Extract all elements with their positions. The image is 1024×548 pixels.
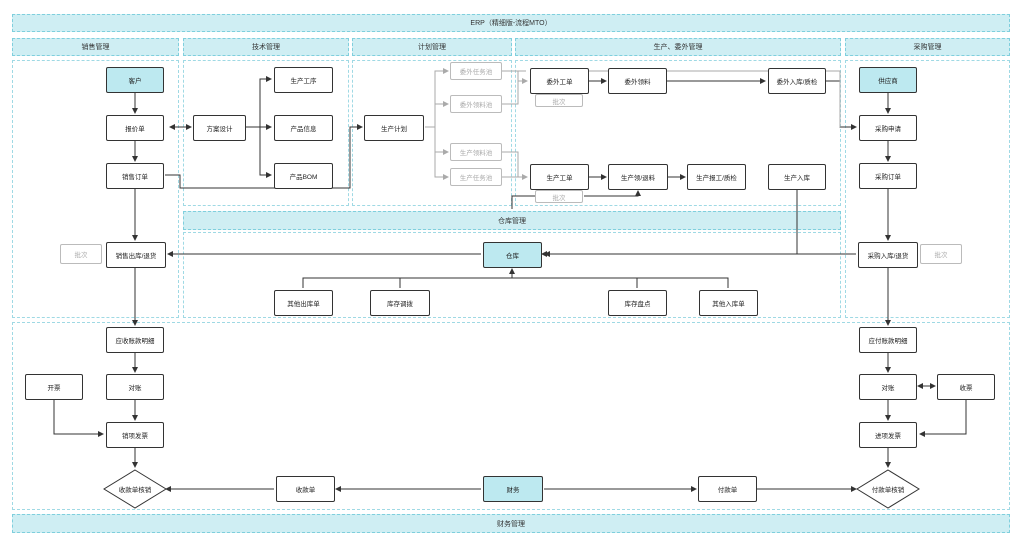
zone-sales xyxy=(12,60,179,318)
sales-reconcile-node[interactable]: 对账 xyxy=(106,374,164,400)
section-warehouse: 仓库管理 xyxy=(183,211,841,230)
payment-verify-decision[interactable]: 付款单核销 xyxy=(871,487,905,494)
payment-node[interactable]: 付款单 xyxy=(698,476,757,502)
zone-warehouse xyxy=(183,232,841,318)
product-info-node[interactable]: 产品信息 xyxy=(274,115,333,141)
customer-node[interactable]: 客户 xyxy=(106,67,164,93)
finance-node[interactable]: 财务 xyxy=(483,476,543,502)
production-batch-node[interactable]: 批次 xyxy=(535,190,583,203)
purchase-order-node[interactable]: 采购订单 xyxy=(859,163,917,189)
zone-tech xyxy=(183,60,349,206)
zone-purchase xyxy=(845,60,1010,318)
process-node[interactable]: 生产工序 xyxy=(274,67,333,93)
sales-batch-node[interactable]: 批次 xyxy=(60,244,102,264)
collect-invoice-node[interactable]: 收票 xyxy=(937,374,995,400)
other-out-node[interactable]: 其他出库单 xyxy=(274,290,333,316)
production-plan-node[interactable]: 生产计划 xyxy=(364,115,424,141)
section-sales: 销售管理 xyxy=(12,38,179,56)
zone-prod xyxy=(515,60,841,206)
zone-finance xyxy=(12,322,1010,510)
purchase-request-node[interactable]: 采购申请 xyxy=(859,115,917,141)
section-prod: 生产、委外管理 xyxy=(515,38,841,56)
outsource-material-node[interactable]: 委外领料 xyxy=(608,68,667,94)
zone-plan xyxy=(352,60,512,206)
payable-node[interactable]: 应付账款明细 xyxy=(859,327,917,353)
section-purchase: 采购管理 xyxy=(845,38,1010,56)
solution-design-node[interactable]: 方案设计 xyxy=(193,115,246,141)
production-in-node[interactable]: 生产入库 xyxy=(768,164,826,190)
product-bom-node[interactable]: 产品BOM xyxy=(274,163,333,189)
production-pick-node[interactable]: 生产领/退料 xyxy=(608,164,668,190)
sales-order-node[interactable]: 销售订单 xyxy=(106,163,164,189)
production-report-node[interactable]: 生产报工/质检 xyxy=(687,164,746,190)
production-task-pool-node[interactable]: 生产任务池 xyxy=(450,168,502,186)
production-order-node[interactable]: 生产工单 xyxy=(530,164,589,190)
outsource-task-pool-node[interactable]: 委外任务池 xyxy=(450,62,502,80)
purchase-invoice-node[interactable]: 进项发票 xyxy=(859,422,917,448)
invoice-open-node[interactable]: 开票 xyxy=(25,374,83,400)
section-tech: 技术管理 xyxy=(183,38,349,56)
outsource-order-node[interactable]: 委外工单 xyxy=(530,68,589,94)
warehouse-node[interactable]: 仓库 xyxy=(483,242,542,268)
supplier-node[interactable]: 供应商 xyxy=(859,67,917,93)
purchase-reconcile-node[interactable]: 对账 xyxy=(859,374,917,400)
receivable-node[interactable]: 应收账款明细 xyxy=(106,327,164,353)
section-plan: 计划管理 xyxy=(352,38,512,56)
stocktake-node[interactable]: 库存盘点 xyxy=(608,290,667,316)
quote-node[interactable]: 报价单 xyxy=(106,115,164,141)
purchase-in-node[interactable]: 采购入库/退货 xyxy=(858,242,918,268)
outsource-in-qc-node[interactable]: 委外入库/质检 xyxy=(768,68,826,94)
other-in-node[interactable]: 其他入库单 xyxy=(699,290,758,316)
receipt-node[interactable]: 收款单 xyxy=(276,476,335,502)
stock-transfer-node[interactable]: 库存调拨 xyxy=(370,290,430,316)
section-finance: 财务管理 xyxy=(12,514,1010,533)
production-material-pool-node[interactable]: 生产领料池 xyxy=(450,143,502,161)
purchase-batch-node[interactable]: 批次 xyxy=(920,244,962,264)
receipt-verify-decision[interactable]: 收款单核销 xyxy=(118,487,152,494)
sales-out-node[interactable]: 销售出库/退货 xyxy=(106,242,166,268)
outsource-batch-node[interactable]: 批次 xyxy=(535,94,583,107)
sales-invoice-node[interactable]: 销项发票 xyxy=(106,422,164,448)
outsource-material-pool-node[interactable]: 委外领料池 xyxy=(450,95,502,113)
page-title: ERP（精细版-流程MTO） xyxy=(12,14,1010,32)
